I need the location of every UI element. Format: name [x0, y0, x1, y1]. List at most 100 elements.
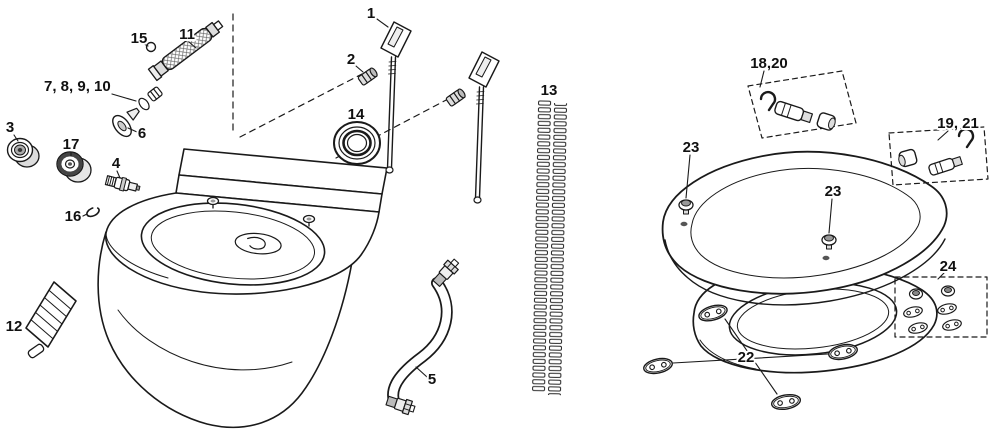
part-label-13: 13 — [541, 82, 558, 99]
part-label-19-21: 19, 21 — [937, 115, 979, 132]
part-label-15: 15 — [131, 30, 148, 47]
hinge-nut-part23-left — [678, 199, 694, 215]
kit-box-24 — [894, 276, 988, 338]
drain-strip-part13 — [531, 99, 570, 396]
kit-box-18-20 — [747, 70, 857, 139]
fitting-part2 — [357, 67, 378, 86]
rod-tip — [473, 196, 482, 204]
leader-line — [828, 198, 833, 234]
small-plate — [903, 306, 923, 318]
part-label-6: 6 — [138, 125, 146, 142]
small-plate — [942, 319, 962, 331]
cap-nut — [908, 288, 924, 300]
dash-to-rod-front — [239, 73, 363, 138]
hinge-pin-part20 — [774, 100, 814, 124]
fitting-part2-back — [445, 88, 466, 107]
floor-bracket-part12 — [25, 281, 77, 359]
rod-bracket-slot — [387, 26, 404, 48]
rod-bracket-slot — [475, 56, 492, 78]
knurled-nut-part17 — [56, 151, 92, 183]
part-label-1: 1 — [367, 5, 375, 22]
flange-part6 — [112, 114, 132, 138]
leader-line — [759, 70, 765, 88]
leader-line — [116, 170, 121, 179]
part-label-4: 4 — [112, 155, 121, 172]
leader-line — [937, 130, 949, 141]
mounting-rod-back — [468, 51, 500, 204]
hinge-cup-part20 — [816, 112, 836, 131]
strip-column-left — [531, 99, 554, 392]
drain-swirl — [247, 236, 266, 250]
leader-line — [376, 18, 389, 28]
rim-button-right — [302, 214, 316, 227]
small-plate — [937, 303, 957, 315]
rod-tip — [385, 166, 394, 174]
part-label-23-right: 23 — [825, 183, 842, 200]
part-label-3: 3 — [6, 119, 14, 136]
hinge-nut-part23-right — [821, 234, 837, 250]
valve-part4 — [104, 175, 141, 192]
part-label-11: 11 — [179, 26, 195, 43]
leader-line — [415, 366, 428, 378]
rod-threads — [387, 61, 397, 75]
part-label-2: 2 — [347, 51, 355, 68]
bowl-opening-outer — [140, 202, 326, 286]
bracket-foot — [27, 343, 45, 359]
hose-fitting-top — [432, 258, 460, 287]
leader-line — [111, 93, 137, 102]
bowl-opening-inner — [150, 210, 316, 280]
toilet-lid — [661, 150, 948, 306]
hinge-cup-part19 — [898, 148, 918, 168]
gasket-lines-part22 — [672, 318, 829, 395]
strip-column-right — [546, 103, 570, 396]
leader-line — [937, 272, 945, 280]
supply-hose — [147, 20, 224, 82]
hose-fitting-bottom — [385, 395, 416, 416]
lid-hinge-hole-left — [680, 221, 688, 227]
leader-line — [188, 41, 197, 49]
gasket-plate — [828, 343, 858, 361]
cap-nut — [940, 285, 956, 297]
leader-line — [13, 134, 19, 142]
gasket-plate — [698, 304, 728, 322]
hook-part18 — [759, 90, 777, 112]
seal-ring-part14 — [333, 121, 381, 165]
leader-line — [80, 213, 88, 218]
seal-ring-part15 — [145, 41, 157, 53]
part-label-18-20: 18,20 — [750, 55, 788, 72]
small-plate — [908, 322, 928, 334]
part-label-17: 17 — [63, 136, 80, 153]
lid-hinge-hole-right — [822, 255, 830, 261]
part-label-7-10: 7, 8, 9, 10 — [44, 78, 111, 95]
part-label-14: 14 — [348, 106, 365, 123]
leader-lines — [13, 18, 949, 378]
inlet-parts-7-10 — [126, 86, 163, 121]
hose-nipple — [212, 20, 224, 31]
kit-box-19-21 — [888, 126, 989, 186]
part-labels: 1 2 3 4 5 6 7, 8, 9, 10 11 12 13 14 15 1… — [4, 3, 981, 390]
part-label-16: 16 — [65, 208, 82, 225]
hook-part19 — [957, 127, 975, 149]
hinge-pin-part21 — [928, 156, 963, 176]
mounting-rod-front — [380, 21, 412, 174]
rim-thickness — [105, 232, 169, 279]
cap-part3 — [6, 137, 40, 168]
o-ring-part16 — [86, 206, 100, 218]
leader-line — [143, 43, 149, 47]
drain-hole — [234, 232, 282, 255]
leader-line — [685, 154, 691, 199]
leader-line — [355, 65, 364, 73]
part-label-22: 22 — [738, 349, 755, 366]
part-label-12: 12 — [6, 318, 23, 335]
leader-line — [127, 127, 138, 133]
body-seam — [117, 309, 293, 371]
rim-button-left — [206, 196, 220, 209]
part-label-23-left: 23 — [683, 139, 700, 156]
toilet-bowl — [97, 148, 388, 429]
gasket-plate — [770, 393, 802, 411]
flex-hose-part5 — [385, 258, 460, 416]
gasket-plate — [643, 357, 673, 375]
part-label-24: 24 — [940, 258, 957, 275]
